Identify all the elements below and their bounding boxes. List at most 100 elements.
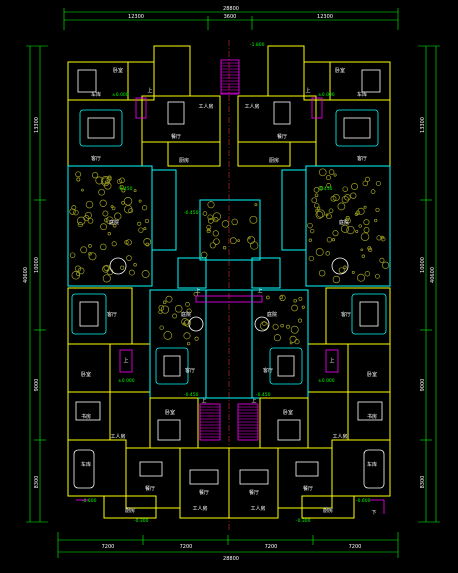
plant-shrub xyxy=(77,222,83,228)
mr-stair xyxy=(325,349,339,373)
plant-shrub xyxy=(213,238,220,245)
mr-coffee-table xyxy=(359,301,379,327)
plant-shrub xyxy=(367,247,373,253)
label-ll-maid: 工人房 xyxy=(110,433,125,440)
plant-shrub xyxy=(354,212,359,216)
ll-dining-table xyxy=(139,461,163,477)
plant-shrub xyxy=(367,246,372,251)
plant-shrub xyxy=(102,210,109,217)
plant-shrub xyxy=(308,255,314,262)
cr-garden-table xyxy=(254,316,270,332)
plant-shrub xyxy=(247,235,256,244)
elev-mr-stair: ±0.000 xyxy=(318,378,335,384)
ul-coffee-table xyxy=(87,117,115,139)
cr-unit-wall xyxy=(251,289,309,399)
plant-shrub xyxy=(237,239,240,242)
lr-dining-wall xyxy=(277,447,333,509)
plant-shrub xyxy=(128,208,134,214)
plant-shrub xyxy=(311,197,318,204)
plant-shrub xyxy=(297,318,303,323)
label-lc-bed-right: 卧室 xyxy=(283,409,293,416)
plant-shrub xyxy=(316,206,321,210)
up-marker-cl: 上 xyxy=(195,287,200,294)
plant-shrub xyxy=(101,177,110,187)
plant-shrub xyxy=(318,185,324,191)
plant-shrub xyxy=(69,208,76,215)
plant-shrub xyxy=(346,225,355,235)
plant-shrub xyxy=(207,214,213,220)
plant-shrub xyxy=(279,295,283,300)
label-lr-maid: 工人房 xyxy=(332,433,347,440)
ll-dining-wall xyxy=(125,447,181,509)
lr-entry-symbol xyxy=(370,499,385,514)
label-lr-garage: 车库 xyxy=(367,461,377,468)
plant-shrub xyxy=(114,212,122,220)
plant-shrub xyxy=(332,275,341,284)
right-dim-label-3: 9000 xyxy=(420,379,426,392)
plant-shrub xyxy=(338,267,345,274)
plant-shrub xyxy=(138,199,142,203)
plant-shrub xyxy=(379,257,385,263)
bottom-total-dim-label: 28800 xyxy=(223,556,239,562)
cl-garden-table xyxy=(188,316,204,332)
ur-sofa-set xyxy=(335,109,379,147)
plant-shrub xyxy=(77,267,85,275)
left-garden-table xyxy=(109,257,127,275)
plant-shrub xyxy=(294,339,300,345)
plant-shrub xyxy=(100,223,108,231)
plant-shrub xyxy=(88,251,92,256)
cl-coffee-table xyxy=(163,355,181,377)
right-entry-wall xyxy=(281,169,307,251)
plant-shrub xyxy=(261,321,267,326)
top-left-dim-label: 12300 xyxy=(128,14,144,20)
label-lr-kitchen: 厨房 xyxy=(323,507,333,514)
central-stair-top xyxy=(195,295,263,303)
label-lc-bed-left: 卧室 xyxy=(165,409,175,416)
plant-shrub xyxy=(172,313,178,319)
up-marker-lcl: 上 xyxy=(201,397,206,404)
right-garden-table xyxy=(331,257,349,275)
plant-shrub xyxy=(186,341,191,346)
plant-shrub xyxy=(370,189,376,194)
label-ll-garage: 车库 xyxy=(81,461,91,468)
label-lc-maid-left: 工人房 xyxy=(192,505,207,512)
plant-shrub xyxy=(318,168,327,177)
label-ll-kitchen: 厨房 xyxy=(125,507,135,514)
plant-shrub xyxy=(162,300,167,305)
plant-shrub xyxy=(249,215,258,224)
label-ur-bedroom: 卧室 xyxy=(335,67,345,74)
bottom-dim-label-2: 7200 xyxy=(180,544,193,550)
plant-shrub xyxy=(364,176,371,182)
plant-shrub xyxy=(185,302,190,307)
ml-stair-wall xyxy=(109,343,151,393)
elev-lc-right: -0.450 xyxy=(256,392,271,398)
label-ul-courtyard: 庭院 xyxy=(109,219,119,226)
plant-shrub xyxy=(103,182,112,190)
down-marker-lr: 下 xyxy=(371,510,376,516)
up-marker-ul: 上 xyxy=(147,87,152,94)
garden-tables xyxy=(109,257,349,332)
plant-shrub xyxy=(110,205,114,209)
plant-shrub xyxy=(360,248,364,252)
plant-shrub xyxy=(123,197,133,206)
plant-shrub xyxy=(112,223,117,228)
landscape-plants xyxy=(69,168,390,346)
plant-shrub xyxy=(95,176,104,185)
plant-shrub xyxy=(374,218,378,223)
plant-shrub xyxy=(342,186,348,192)
label-ml-study: 书房 xyxy=(81,413,91,420)
plant-shrub xyxy=(105,216,114,225)
plant-shrub xyxy=(344,194,351,201)
plant-shrub xyxy=(143,238,152,246)
label-lc-dining-left: 餐厅 xyxy=(199,489,209,496)
plant-shrub xyxy=(351,271,355,274)
plant-shrub xyxy=(344,217,351,224)
room-labels: 卧室 车库 餐厅 工人房 厨房 客厅 庭院 卧室 车库 餐厅 工人房 厨房 客厅… xyxy=(81,67,377,514)
plant-shrub xyxy=(272,323,279,330)
plant-shrub xyxy=(307,222,313,229)
right-dim-label-1: 13300 xyxy=(420,117,426,133)
plant-shrub xyxy=(102,265,110,273)
plant-shrub xyxy=(221,220,230,228)
